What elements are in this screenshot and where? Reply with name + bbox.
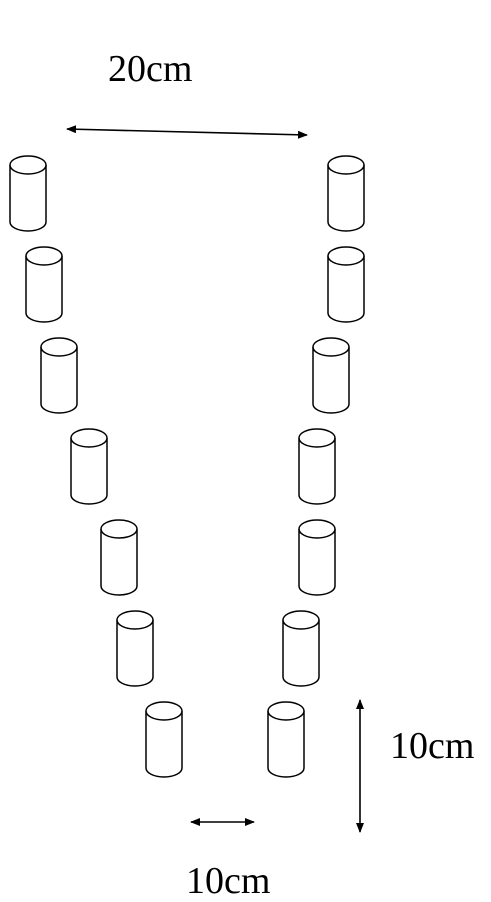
cylinder-top	[101, 520, 137, 538]
right-cone-1	[328, 156, 364, 231]
cylinder-body	[299, 438, 335, 504]
cylinder-body	[146, 711, 182, 777]
cylinder-top	[299, 520, 335, 538]
cylinder-body	[117, 620, 153, 686]
right-cone-4	[299, 429, 335, 504]
cylinder-body	[328, 165, 364, 231]
bottom-spacing-label: 10cm	[186, 862, 270, 900]
cylinder-top	[328, 247, 364, 265]
cylinder-body	[328, 256, 364, 322]
right-cone-7	[268, 702, 304, 777]
vertical-spacing-label: 10cm	[390, 727, 474, 765]
cylinder-top	[10, 156, 46, 174]
cylinder-body	[41, 347, 77, 413]
right-cone-3	[313, 338, 349, 413]
cones-group	[10, 156, 364, 777]
cylinder-body	[26, 256, 62, 322]
cylinder-top	[26, 247, 62, 265]
cylinder-body	[283, 620, 319, 686]
left-cone-3	[41, 338, 77, 413]
left-cone-7	[146, 702, 182, 777]
right-cone-5	[299, 520, 335, 595]
cylinder-body	[268, 711, 304, 777]
cylinder-top	[283, 611, 319, 629]
left-cone-5	[101, 520, 137, 595]
cylinder-top	[41, 338, 77, 356]
cylinder-top	[328, 156, 364, 174]
right-cone-2	[328, 247, 364, 322]
cylinder-body	[10, 165, 46, 231]
left-cone-4	[71, 429, 107, 504]
left-cone-1	[10, 156, 46, 231]
cylinder-top	[117, 611, 153, 629]
cylinder-body	[71, 438, 107, 504]
cylinder-body	[101, 529, 137, 595]
cylinder-body	[299, 529, 335, 595]
top-spacing-label: 20cm	[108, 50, 192, 88]
cylinder-top	[146, 702, 182, 720]
right-cone-6	[283, 611, 319, 686]
cylinder-body	[313, 347, 349, 413]
left-cone-6	[117, 611, 153, 686]
cylinder-top	[268, 702, 304, 720]
cylinder-top	[313, 338, 349, 356]
cylinder-top	[71, 429, 107, 447]
left-cone-2	[26, 247, 62, 322]
cylinder-top	[299, 429, 335, 447]
top-spacing-arrow	[67, 129, 307, 135]
